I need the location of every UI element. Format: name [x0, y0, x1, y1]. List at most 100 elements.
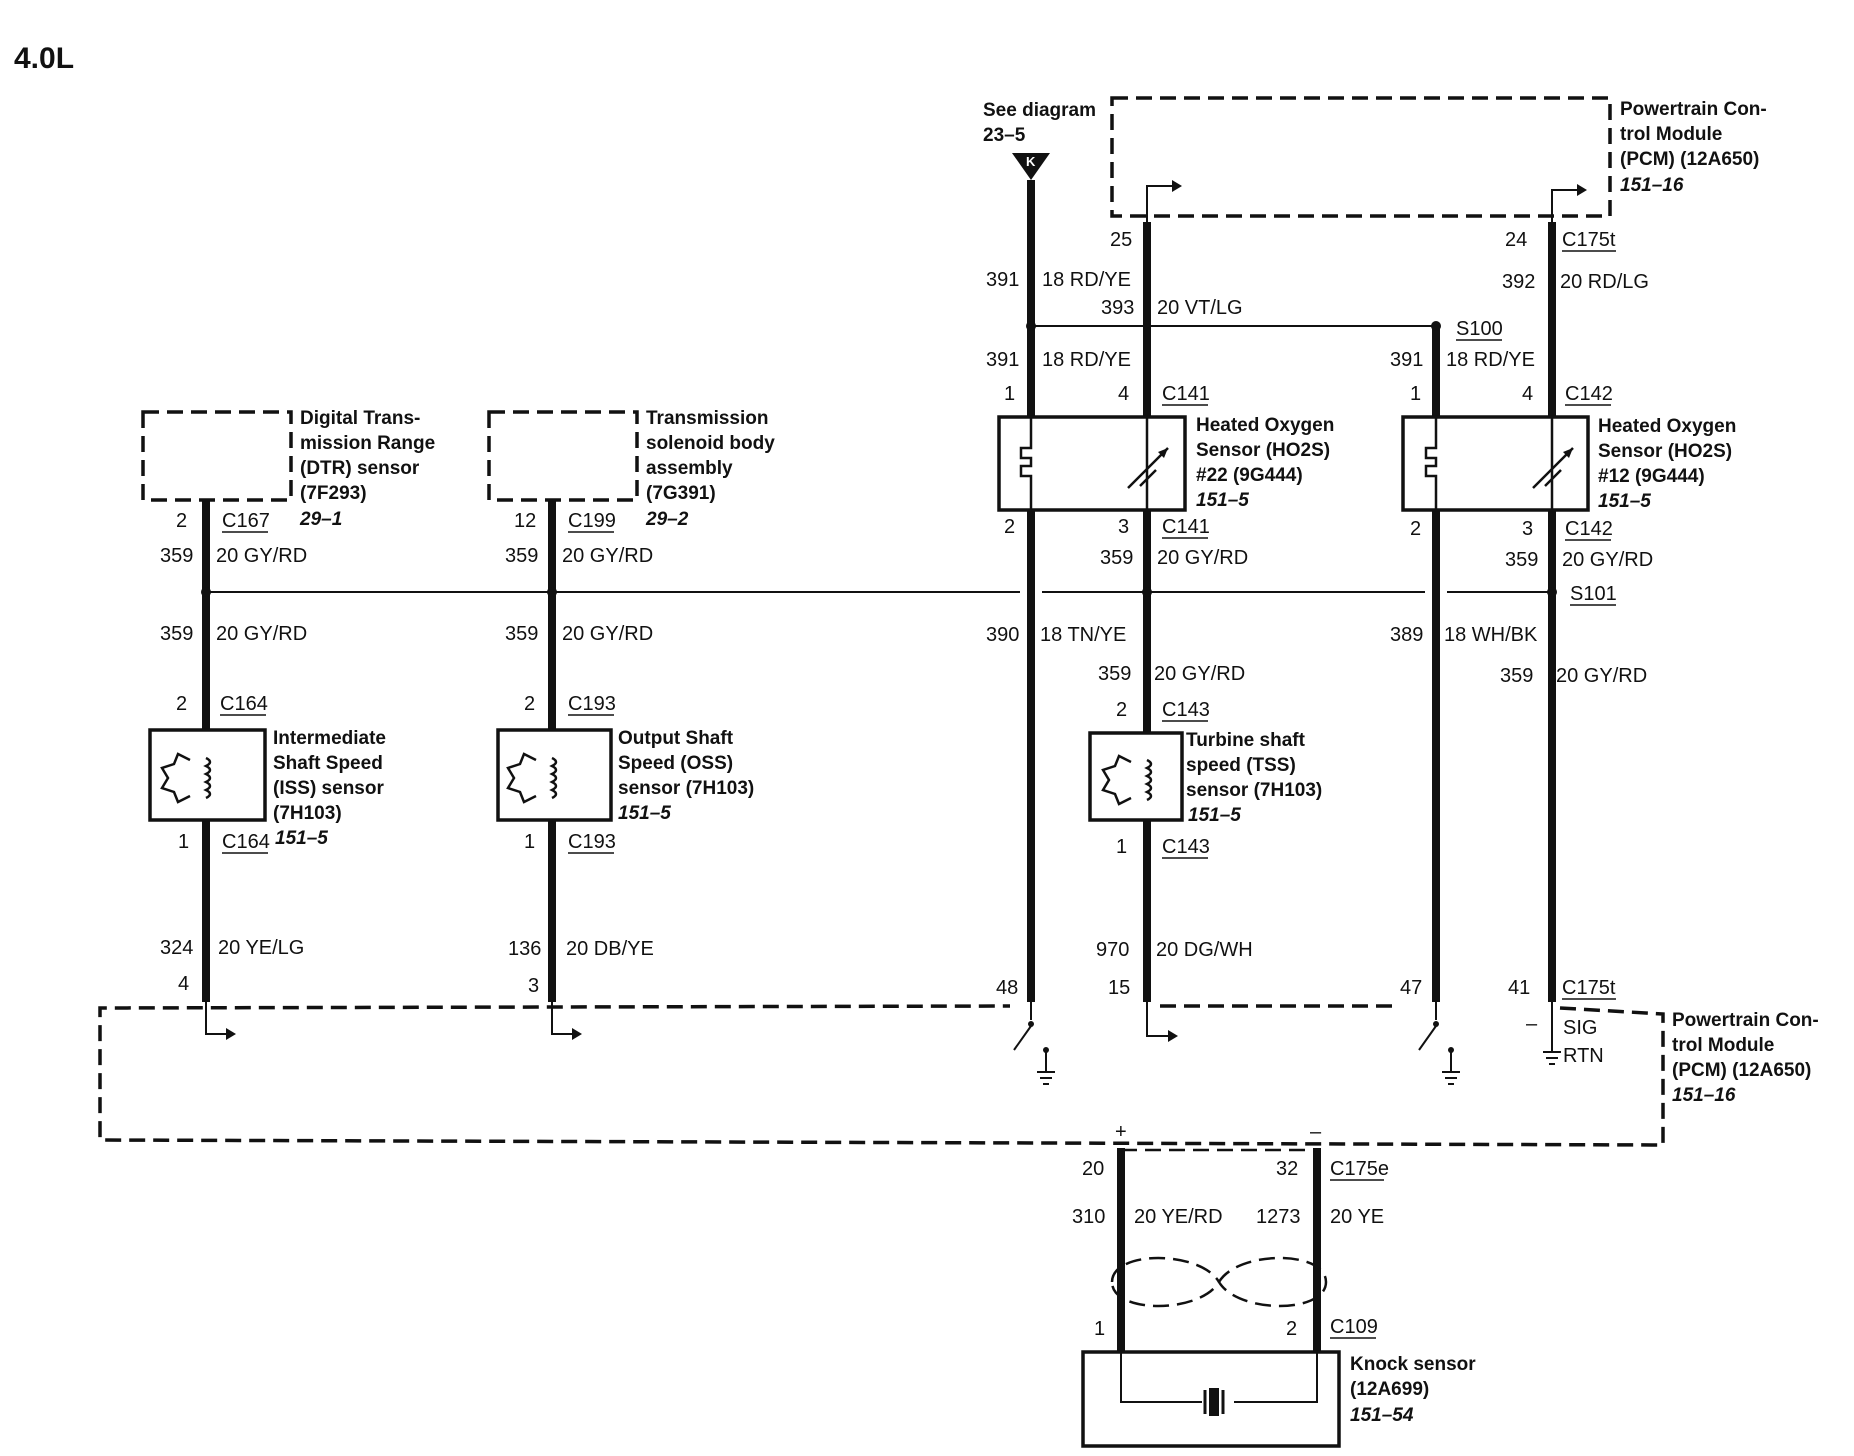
iss-connector-bottom: C164: [222, 831, 270, 853]
iss-connector-top: C164: [220, 693, 268, 715]
pcm-top-pin24-lead: [1551, 189, 1577, 222]
wire-color: 18 RD/YE: [1042, 349, 1131, 371]
knock-label: (12A699): [1350, 1379, 1429, 1400]
pin-polarity: +: [1115, 1121, 1127, 1143]
connector-k-letter: K: [1026, 154, 1036, 169]
oss-label: Output Shaft: [618, 728, 734, 749]
ho2s-12-ref: 151–5: [1598, 491, 1651, 512]
pcm-top-outline: [1110, 96, 1612, 218]
pcm-rtn-label: RTN: [1563, 1045, 1604, 1067]
wire-color: 18 WH/BK: [1444, 624, 1538, 646]
splice-dot: [1547, 587, 1557, 597]
pcm-bottom: – SIG RTN Powertrain Con- trol Module (P…: [98, 1002, 1819, 1147]
splice-s100: S100: [1456, 318, 1503, 340]
pcm-top-label: Powertrain Con-: [1620, 99, 1767, 120]
wire-circuit: 359: [1098, 663, 1131, 685]
pcm-bottom-outline: [98, 1004, 1665, 1147]
dtr-sensor-outline: [141, 410, 293, 502]
wire-circuit: 391: [986, 349, 1019, 371]
tss-ref: 151–5: [1188, 805, 1241, 826]
wire-circuit: 392: [1502, 271, 1535, 293]
piezo-element-icon: [1203, 1388, 1225, 1416]
pcm-top-pin25-lead: [1146, 185, 1172, 222]
wire-circuit: 393: [1101, 297, 1134, 319]
dtr-sensor: Digital Trans- mission Range (DTR) senso…: [141, 408, 435, 533]
pcm-minus: –: [1526, 1013, 1538, 1035]
wire-color: 20 VT/LG: [1157, 297, 1243, 319]
wire-color: 18 RD/YE: [1446, 349, 1535, 371]
twisted-pair-icon: [1110, 1256, 1328, 1308]
iss-label: Intermediate: [273, 728, 386, 749]
ho2s-12-label: #12 (9G444): [1598, 466, 1705, 487]
iss-pin-bottom: 1: [178, 831, 189, 853]
pcm-top-arrow-icon: [1577, 184, 1587, 196]
heater-switch-icon: [1418, 1002, 1460, 1085]
tss-label: Turbine shaft: [1186, 730, 1306, 751]
tsb-connector: C199: [568, 510, 616, 532]
tsb-outline: [487, 410, 639, 502]
connector-c175t-bottom: C175t: [1562, 977, 1616, 999]
heater-switch-icon: [1013, 1002, 1055, 1085]
oss-sensor: 2 C193 1 C193 Output Shaft Speed (OSS) s…: [496, 693, 754, 854]
knock-connector: C109: [1330, 1316, 1378, 1338]
pcm-bottom-ref: 151–16: [1672, 1085, 1736, 1106]
ho2s-22-box: [997, 415, 1187, 512]
oss-label: Speed (OSS): [618, 753, 733, 774]
wire-color: 20 GY/RD: [216, 545, 307, 567]
wire-circuit: 359: [1505, 549, 1538, 571]
ho2s-12-sensor: 1 4 C142 2 3 C142 Heated Oxygen Sensor (…: [1401, 383, 1736, 541]
knock-pin2: 2: [1286, 1318, 1297, 1340]
ho2s-12-label: Sensor (HO2S): [1598, 441, 1732, 462]
heater-element-icon: [1019, 417, 1033, 510]
pcm-input-lead: [205, 1002, 228, 1035]
connector-c175e: C175e: [1330, 1158, 1389, 1180]
ho2s-22-pin2: 2: [1004, 516, 1015, 538]
pcm-top-arrow-icon: [1172, 180, 1182, 192]
wire-circuit: 390: [986, 624, 1019, 646]
tsb-pin: 12: [514, 510, 536, 532]
pcm-arrow-icon: [572, 1028, 582, 1040]
tss-pin-bottom: 1: [1116, 836, 1127, 858]
iss-label: (ISS) sensor: [273, 778, 384, 799]
variable-resistor-arrow-icon: [1563, 448, 1573, 458]
ho2s-22-sensor: 1 4 C141 2 3 C141 Heated Oxygen Sensor (…: [997, 383, 1334, 539]
tss-pin-top: 2: [1116, 699, 1127, 721]
wire-color: 20 GY/RD: [1157, 547, 1248, 569]
knock-sensor-circuit: + – 20 32 C175e 310 20 YE/RD 1273 20 YE …: [1072, 1121, 1476, 1448]
dtr-pin: 2: [176, 510, 187, 532]
wire-color: 20 RD/LG: [1560, 271, 1649, 293]
pcm-bottom-label: Powertrain Con-: [1672, 1010, 1819, 1031]
knock-label: Knock sensor: [1350, 1354, 1476, 1375]
pin-label: 47: [1400, 977, 1422, 999]
splice-dot: [547, 587, 557, 597]
pcm-input-lead: [1146, 1002, 1170, 1037]
wire-circuit: 389: [1390, 624, 1423, 646]
oss-pin-top: 2: [524, 693, 535, 715]
pin-polarity: –: [1310, 1121, 1322, 1143]
wire-circuit: 359: [505, 623, 538, 645]
splice-dot: [1142, 587, 1152, 597]
pcm-bottom-label: trol Module: [1672, 1035, 1774, 1056]
pcm-top-label: (PCM) (12A650): [1620, 149, 1759, 170]
ho2s-22-pin1: 1: [1004, 383, 1015, 405]
pin-label: 48: [996, 977, 1018, 999]
iss-label: Shaft Speed: [273, 753, 383, 774]
wire-color: 20 DB/YE: [566, 938, 654, 960]
wire-color: 20 GY/RD: [1556, 665, 1647, 687]
wire-circuit: 1273: [1256, 1206, 1301, 1228]
iss-label: (7H103): [273, 803, 342, 824]
wire-circuit: 324: [160, 937, 193, 959]
ho2s-22-pin4: 4: [1118, 383, 1129, 405]
tss-connector-bottom: C143: [1162, 836, 1210, 858]
wire-circuit: 310: [1072, 1206, 1105, 1228]
pin-label: 25: [1110, 229, 1132, 251]
ho2s-12-label: Heated Oxygen: [1598, 416, 1736, 437]
wire-color: 20 GY/RD: [1562, 549, 1653, 571]
dtr-connector: C167: [222, 510, 270, 532]
page-title: 4.0L: [14, 42, 74, 75]
dtr-label: (7F293): [300, 483, 367, 504]
magnetic-pickup-icon: [1101, 754, 1153, 806]
pin-label: 15: [1108, 977, 1130, 999]
dtr-label: Digital Trans-: [300, 408, 420, 429]
ho2s-22-connector-bottom: C141: [1162, 516, 1210, 538]
